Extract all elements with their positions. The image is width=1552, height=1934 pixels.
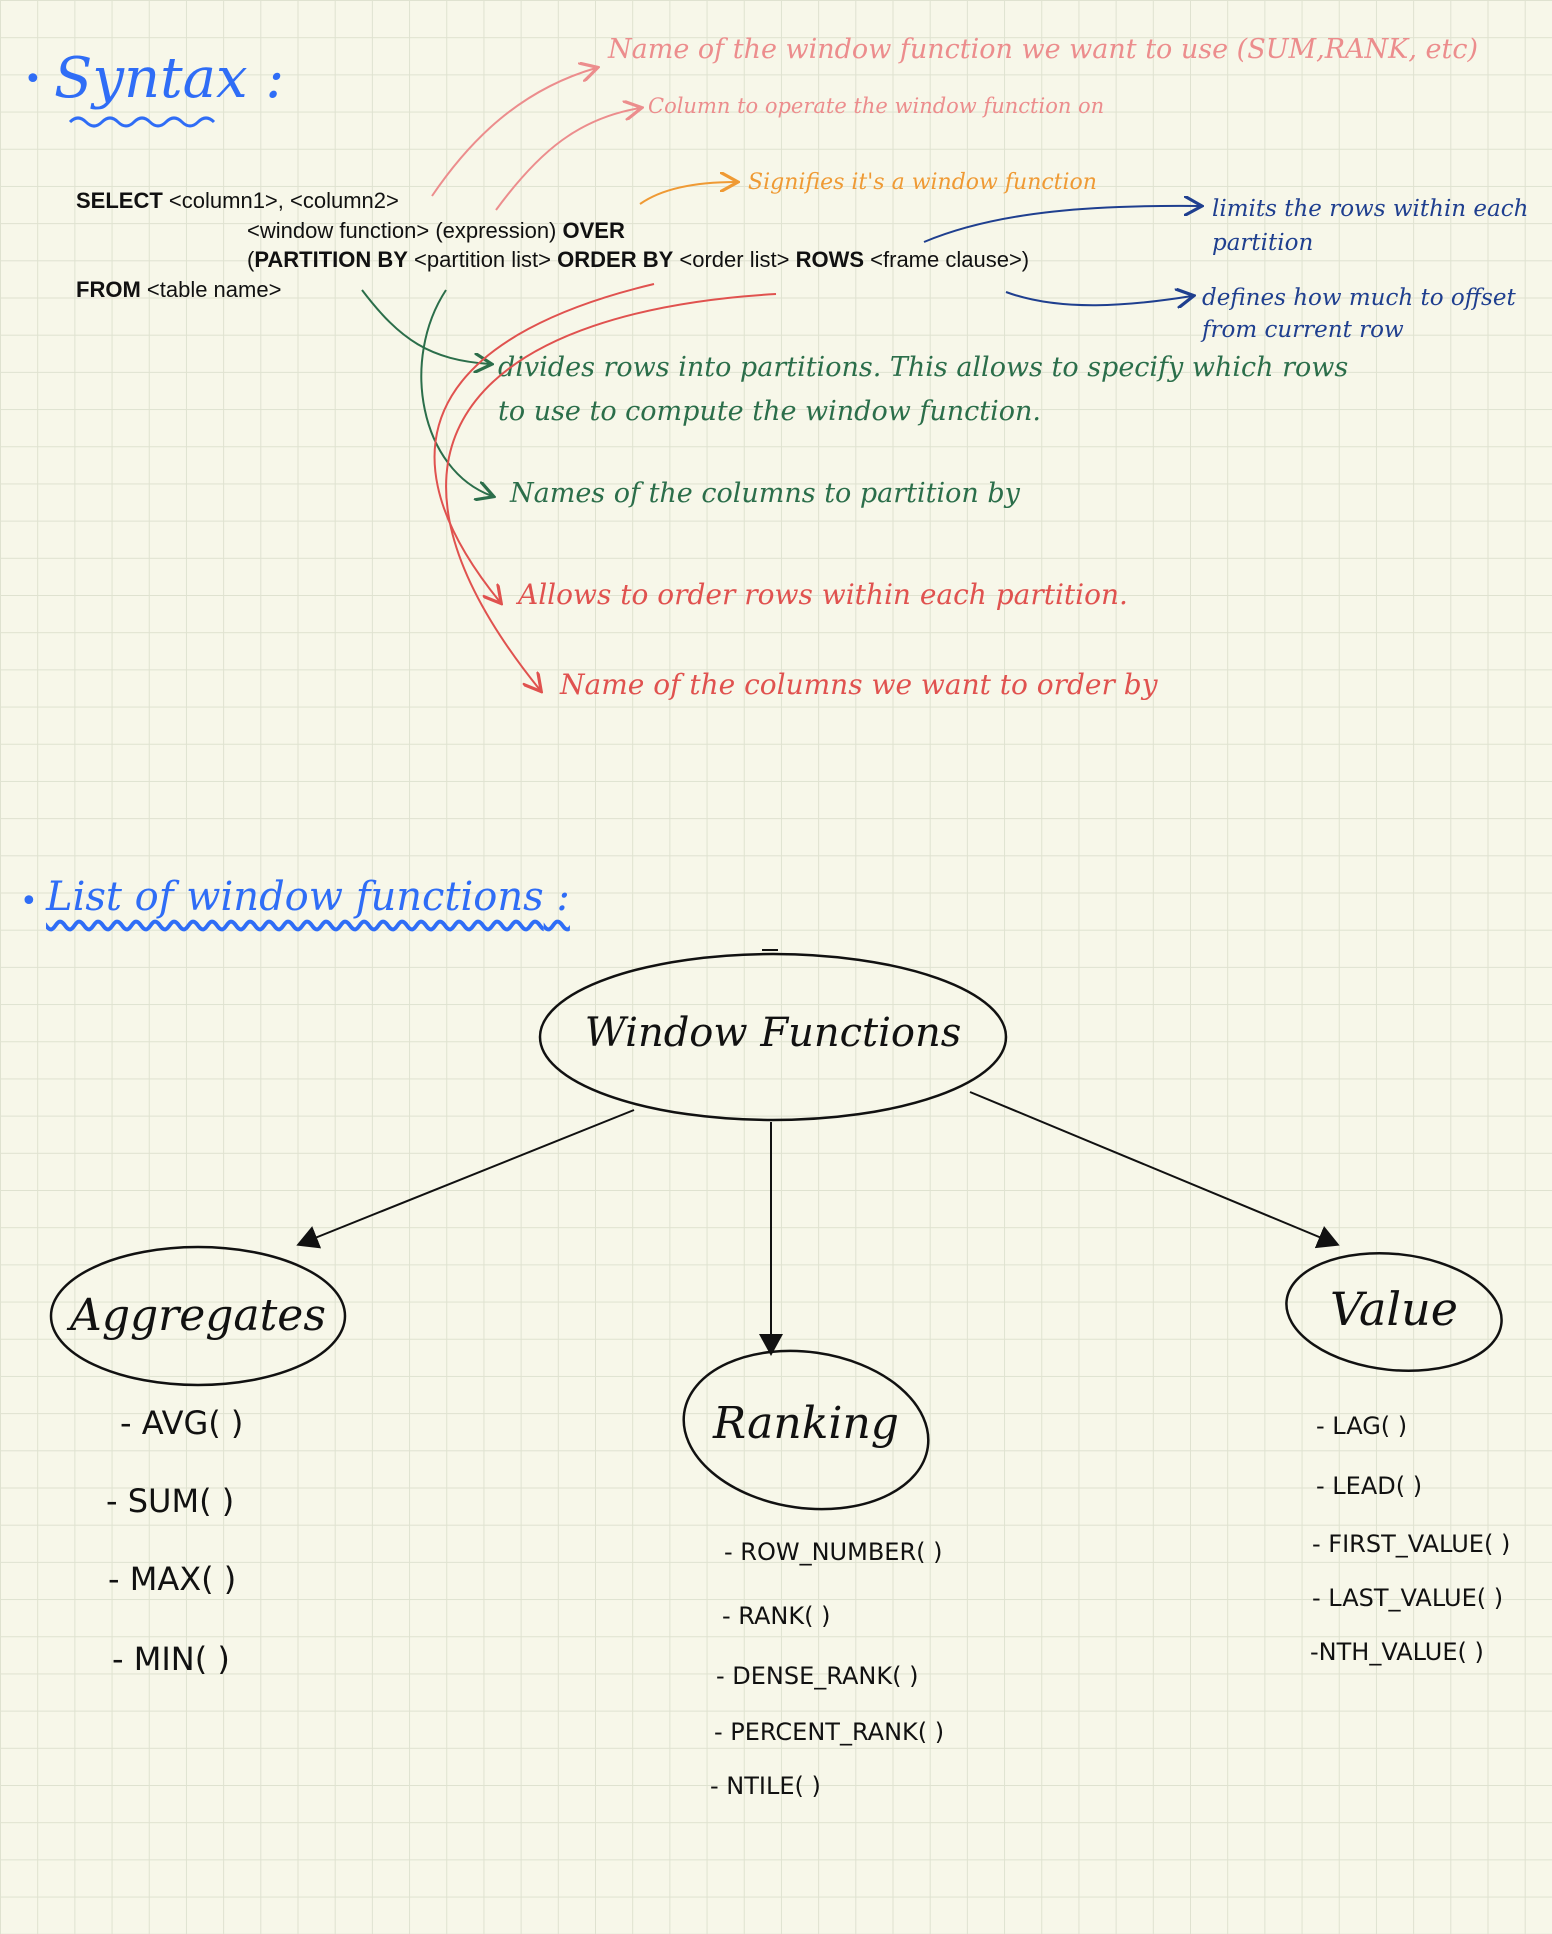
partition-list-text: <partition list> (414, 247, 552, 272)
value-item: - LAG( ) (1316, 1412, 1408, 1440)
ranking-item: - PERCENT_RANK( ) (714, 1718, 945, 1746)
kw-order-by: ORDER BY (557, 247, 674, 272)
ranking-item: - DENSE_RANK( ) (716, 1662, 919, 1690)
table-name-text: <table name> (146, 277, 282, 302)
order-list-text: <order list> (679, 247, 790, 272)
columns-text: <column1>, <column2> (168, 188, 399, 213)
value-item: - FIRST_VALUE( ) (1312, 1530, 1511, 1558)
annotation-column-to-operate: Column to operate the window function on (648, 94, 1105, 118)
syntax-bullet: • (24, 62, 42, 97)
ranking-item: - ROW_NUMBER( ) (724, 1538, 943, 1566)
kw-over: OVER (562, 218, 625, 243)
edge-root-aggregates (296, 1109, 635, 1249)
edge-root-value (969, 1091, 1340, 1249)
list-heading: List of window functions : (46, 874, 570, 920)
list-bullet: • (20, 884, 38, 919)
annotation-rows-limits: limits the rows within each partition (1212, 196, 1529, 256)
kw-partition-by: PARTITION BY (254, 247, 408, 272)
annotation-window-function-name: Name of the window function we want to u… (608, 34, 1478, 65)
annotation-order-allows: Allows to order rows within each partiti… (518, 578, 1128, 611)
annotation-partition-columns: Names of the columns to partition by (510, 478, 1020, 509)
annotation-partition-divides: divides rows into partitions. This allow… (498, 352, 1349, 427)
value-item: -NTH_VALUE( ) (1310, 1638, 1484, 1666)
value-node-label: Value (1330, 1282, 1458, 1336)
arrow-to-rows-note (923, 206, 1200, 243)
aggregates-item: - AVG( ) (120, 1404, 244, 1442)
kw-rows: ROWS (795, 247, 865, 272)
arrow-to-column-operate (495, 108, 640, 211)
aggregates-item: - SUM( ) (106, 1482, 235, 1520)
syntax-heading: Syntax : (54, 46, 285, 111)
aggregates-item: - MIN( ) (112, 1640, 230, 1678)
annotation-order-columns: Name of the columns we want to order by (560, 668, 1158, 701)
code-line-3: (PARTITION BY <partition list> ORDER BY … (247, 247, 1030, 272)
aggregates-item: - MAX( ) (108, 1560, 237, 1598)
annotation-frame-defines: defines how much to offset from current … (1202, 285, 1516, 343)
code-line-2: <window function> (expression) OVER (247, 218, 625, 244)
ranking-item: - NTILE( ) (710, 1772, 821, 1800)
arrow-to-partition-columns (420, 289, 492, 496)
arrow-to-order-note (433, 283, 655, 602)
code-line-1: SELECT <column1>, <column2> (76, 188, 399, 214)
aggregates-node-label: Aggregates (70, 1290, 326, 1341)
arrow-to-function-name (431, 68, 596, 197)
code-line-4: FROM <table name> (76, 277, 281, 303)
arrow-to-frame-note (1005, 292, 1192, 305)
arrow-to-partition-note (361, 289, 490, 364)
kw-select: SELECT (76, 188, 163, 213)
frame-clause-text: <frame clause>) (870, 247, 1030, 272)
kw-from: FROM (76, 277, 141, 302)
annotation-over-signifies: Signifies it's a window function (748, 170, 1097, 195)
value-item: - LEAD( ) (1316, 1472, 1423, 1500)
ranking-item: - RANK( ) (722, 1602, 831, 1630)
value-item: - LAST_VALUE( ) (1312, 1584, 1504, 1612)
ranking-node-label: Ranking (713, 1398, 899, 1449)
arrow-to-over-note (639, 182, 736, 205)
window-function-text: <window function> (expression) (247, 218, 557, 243)
root-node-label: Window Functions (584, 1010, 962, 1056)
